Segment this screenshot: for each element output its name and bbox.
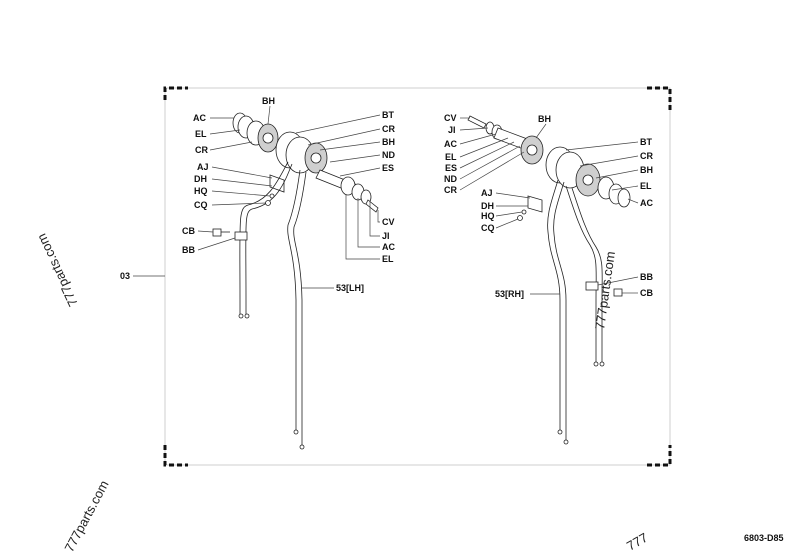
callout-label-ac: AC <box>444 139 457 149</box>
callout-label-dh: DH <box>194 174 207 184</box>
callout-label-cb: CB <box>182 226 195 236</box>
callout-label-cr: CR <box>382 124 395 134</box>
callout-label-cr: CR <box>640 151 653 161</box>
callout-label-cv: CV <box>382 217 395 227</box>
watermark-3: 777parts.com <box>61 478 111 553</box>
callout-label-bh: BH <box>262 96 275 106</box>
callout-label-nd: ND <box>382 150 395 160</box>
callout-label-hq: HQ <box>481 211 495 221</box>
callout-index: 03 <box>120 271 165 281</box>
callout-label-ac: AC <box>382 242 395 252</box>
callout-label-el: EL <box>445 152 457 162</box>
callout-label-bh: BH <box>538 114 551 124</box>
callout-label-es: ES <box>445 163 457 173</box>
callout-label-bb: BB <box>640 272 653 282</box>
watermark-4: 777 <box>624 530 650 553</box>
callout-label-bh: BH <box>382 137 395 147</box>
callout-label-cv: CV <box>444 113 457 123</box>
callout-label-cr: CR <box>444 185 457 195</box>
callout-label-ji: JI <box>448 125 456 135</box>
callout-label-el: EL <box>640 181 652 191</box>
callout-label-es: ES <box>382 163 394 173</box>
right-assembly-labels: CV JI AC EL ES ND CR BH AJ DH HQ CQ BT C… <box>444 113 653 299</box>
callout-label-cq: CQ <box>194 200 208 210</box>
callout-label-ac: AC <box>193 113 206 123</box>
callout-label-bb: BB <box>182 245 195 255</box>
callout-label-53-lh-: 53[LH] <box>336 283 364 293</box>
drawing-number: 6803-D85 <box>744 533 784 543</box>
callout-label-aj: AJ <box>197 162 209 172</box>
callout-label-bt: BT <box>382 110 394 120</box>
watermark-1: 777parts.com <box>34 231 81 309</box>
left-assembly-labels: BH AC EL CR AJ DH HQ CQ CB BB BT CR BH N… <box>182 96 395 293</box>
callout-label-cr: CR <box>195 145 208 155</box>
callout-label-bt: BT <box>640 137 652 147</box>
drawing-frame <box>163 86 672 467</box>
callout-label-53-rh-: 53[RH] <box>495 289 524 299</box>
left-assembly-drawing <box>212 112 379 450</box>
svg-text:03: 03 <box>120 271 130 281</box>
callout-label-el: EL <box>382 254 394 264</box>
callout-label-aj: AJ <box>481 188 493 198</box>
callout-label-nd: ND <box>444 174 457 184</box>
callout-label-hq: HQ <box>194 186 208 196</box>
callout-label-el: EL <box>195 129 207 139</box>
callout-label-cq: CQ <box>481 223 495 233</box>
callout-label-ji: JI <box>382 231 390 241</box>
callout-label-bh: BH <box>640 165 653 175</box>
callout-label-ac: AC <box>640 198 653 208</box>
callout-label-dh: DH <box>481 201 494 211</box>
callout-label-cb: CB <box>640 288 653 298</box>
